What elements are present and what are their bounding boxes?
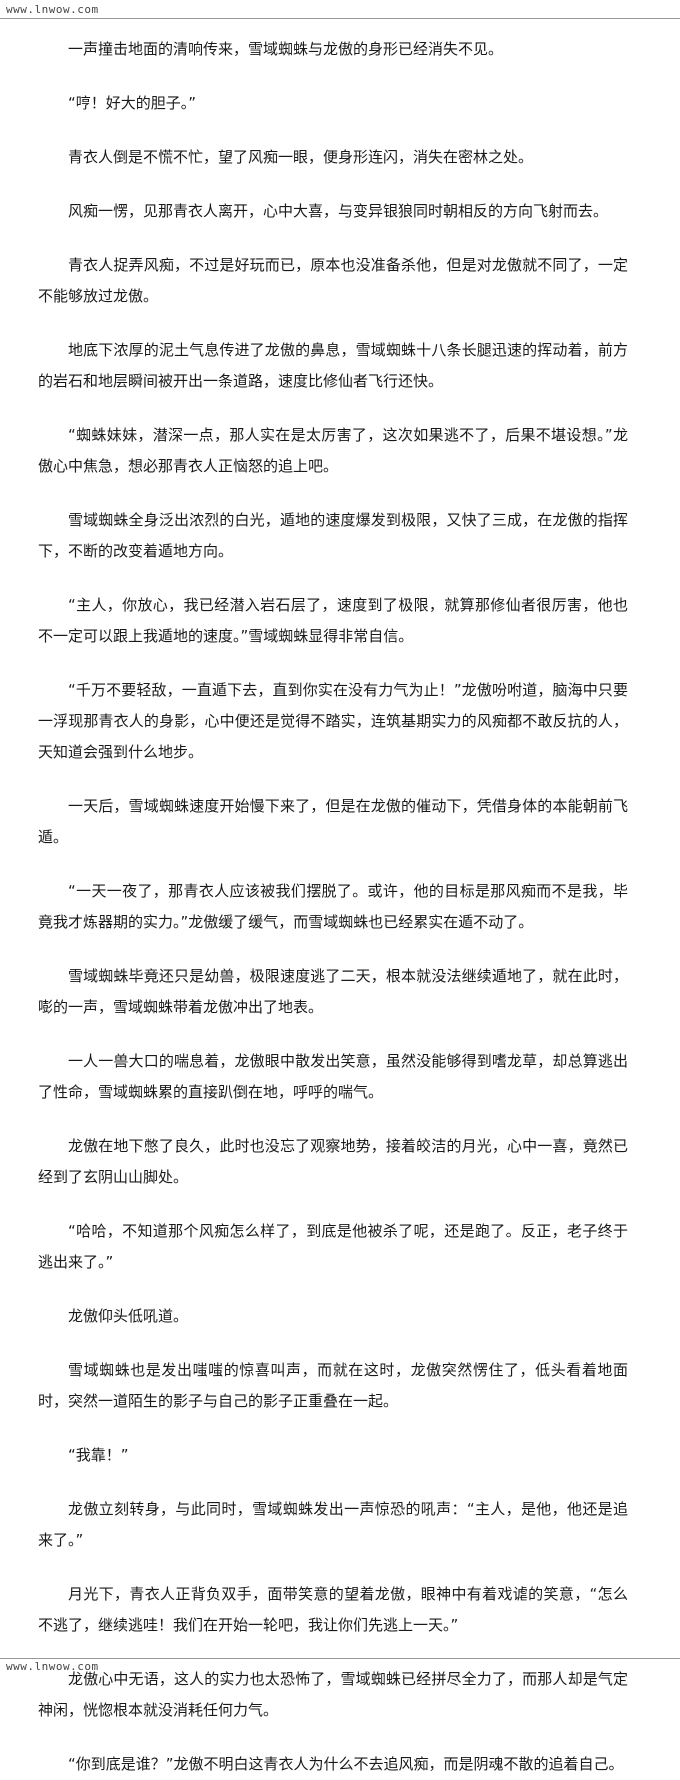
paragraph: “我靠！” — [68, 1446, 129, 1464]
bottom-divider — [0, 1658, 680, 1659]
site-watermark-bottom: www.lnwow.com — [6, 1660, 99, 1673]
site-watermark-top: www.lnwow.com — [6, 3, 99, 16]
paragraph: 一声撞击地面的清响传来，雪域蜘蛛与龙傲的身形已经消失不见。 — [68, 40, 504, 58]
article-body: 一声撞击地面的清响传来，雪域蜘蛛与龙傲的身形已经消失不见。 “哼！好大的胆子。”… — [38, 34, 628, 1780]
paragraph: “主人，你放心，我已经潜入岩石层了，速度到了极限，就算那修仙者很厉害，他也不一定… — [38, 596, 628, 645]
paragraph: 一天后，雪域蜘蛛速度开始慢下来了，但是在龙傲的催动下，凭借身体的本能朝前飞遁。 — [38, 797, 628, 846]
paragraph: 一人一兽大口的喘息着，龙傲眼中散发出笑意，虽然没能够得到嗜龙草，却总算逃出了性命… — [38, 1052, 628, 1101]
paragraph: 龙傲仰头低吼道。 — [68, 1307, 189, 1325]
paragraph: 月光下，青衣人正背负双手，面带笑意的望着龙傲，眼神中有着戏谑的笑意，“怎么不逃了… — [38, 1585, 628, 1634]
paragraph: 雪域蜘蛛也是发出嗤嗤的惊喜叫声，而就在这时，龙傲突然愣住了，低头看着地面时，突然… — [38, 1361, 628, 1410]
top-divider — [0, 18, 680, 19]
paragraph: 风痴一愣，见那青衣人离开，心中大喜，与变异银狼同时朝相反的方向飞射而去。 — [68, 202, 609, 220]
paragraph: 地底下浓厚的泥土气息传进了龙傲的鼻息，雪域蜘蛛十八条长腿迅速的挥动着，前方的岩石… — [38, 341, 628, 390]
paragraph: 龙傲在地下憋了良久，此时也没忘了观察地势，接着皎洁的月光，心中一喜，竟然已经到了… — [38, 1137, 628, 1186]
paragraph: 雪域蜘蛛毕竟还只是幼兽，极限速度逃了二天，根本就没法继续遁地了，就在此时，嘭的一… — [38, 967, 628, 1016]
paragraph: “一天一夜了，那青衣人应该被我们摆脱了。或许，他的目标是那风痴而不是我，毕竟我才… — [38, 882, 628, 931]
paragraph: 青衣人倒是不慌不忙，望了风痴一眼，便身形连闪，消失在密林之处。 — [68, 148, 534, 166]
paragraph: 雪域蜘蛛全身泛出浓烈的白光，遁地的速度爆发到极限，又快了三成，在龙傲的指挥下，不… — [38, 511, 628, 560]
paragraph: 青衣人捉弄风痴，不过是好玩而已，原本也没准备杀他，但是对龙傲就不同了，一定不能够… — [38, 256, 628, 305]
paragraph: “你到底是谁？”龙傲不明白这青衣人为什么不去追风痴，而是阴魂不散的追着自己。 — [68, 1755, 624, 1773]
paragraph: “哈哈，不知道那个风痴怎么样了，到底是他被杀了呢，还是跑了。反正，老子终于逃出来… — [38, 1222, 628, 1271]
paragraph: “蜘蛛妹妹，潜深一点，那人实在是太厉害了，这次如果逃不了，后果不堪设想。”龙傲心… — [38, 426, 628, 475]
paragraph: “千万不要轻敌，一直遁下去，直到你实在没有力气为止！”龙傲吩咐道，脑海中只要一浮… — [38, 681, 628, 761]
paragraph: 龙傲心中无语，这人的实力也太恐怖了，雪域蜘蛛已经拼尽全力了，而那人却是气定神闲，… — [38, 1670, 628, 1719]
paragraph: 龙傲立刻转身，与此同时，雪域蜘蛛发出一声惊恐的吼声：“主人，是他，他还是追来了。… — [38, 1500, 628, 1549]
paragraph: “哼！好大的胆子。” — [68, 94, 197, 112]
